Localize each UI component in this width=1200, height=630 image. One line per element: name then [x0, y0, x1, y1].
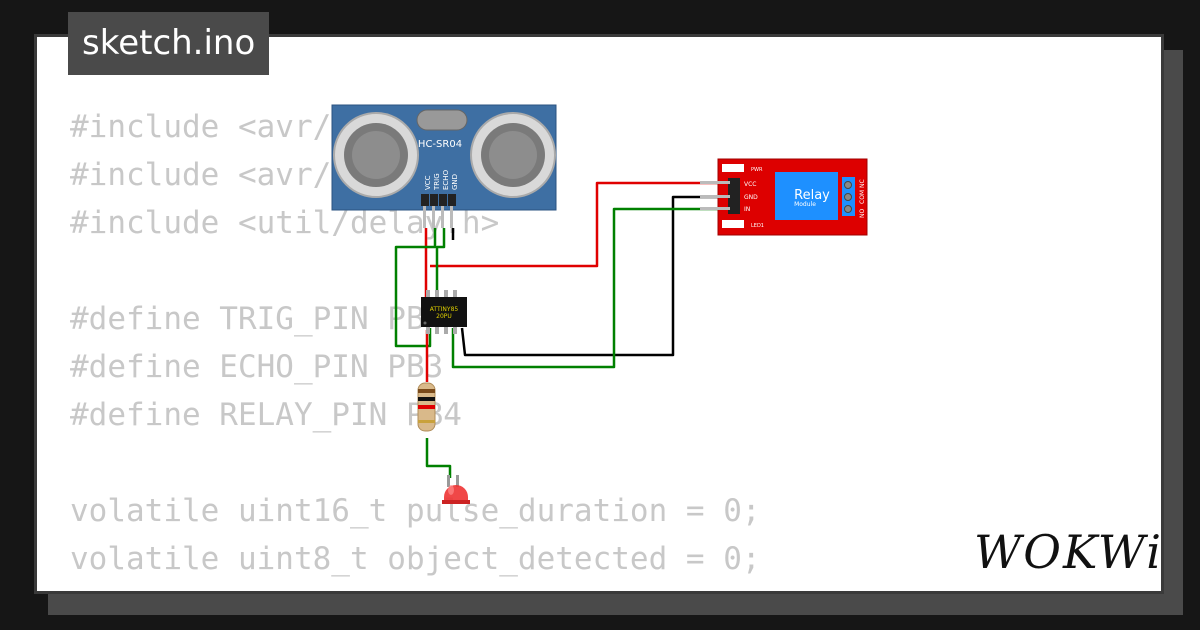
relay-pin-in: IN: [744, 206, 750, 213]
relay-led-label: LED1: [751, 223, 764, 229]
relay-pin-gnd: GND: [744, 194, 758, 201]
wire-green-sensor-trig[interactable]: [394, 228, 437, 348]
hc-sr04-sensor[interactable]: HC-SR04 VCC TRIG ECHO GND: [331, 104, 557, 228]
sensor-pin-trig: TRIG: [433, 173, 441, 191]
resistor[interactable]: [417, 382, 436, 432]
wire-black-relay-gnd[interactable]: [460, 195, 728, 357]
code-line-6: #define ECHO_PIN PB3: [70, 349, 444, 385]
sensor-pin-headers: [421, 194, 456, 228]
filename-tab[interactable]: sketch.ino: [68, 12, 270, 75]
wire-green-relay-in[interactable]: [451, 207, 728, 369]
wire-red-relay-vcc[interactable]: [430, 181, 728, 268]
relay-subtitle: Module: [794, 201, 816, 208]
relay-title: Relay: [794, 188, 830, 203]
relay-terminal-nc: NC: [859, 179, 866, 188]
relay-terminal-com: COM: [859, 190, 866, 204]
wires: [394, 181, 728, 478]
red-led[interactable]: [442, 475, 470, 504]
relay-pwr-label: PWR: [751, 167, 763, 173]
sensor-pin-echo: ECHO: [442, 169, 450, 190]
chip-label-line2: 20PU: [436, 313, 452, 320]
relay-pin-vcc: VCC: [744, 181, 756, 188]
relay-terminal-no: NO: [859, 209, 866, 218]
code-line-9: volatile uint16_t pulse_duration = 0;: [70, 493, 761, 529]
wokwi-logo: WOKWi: [974, 525, 1163, 579]
code-line-10: volatile uint8_t object_detected = 0;: [70, 541, 761, 577]
relay-module[interactable]: PWR LED1 VCC GND IN Relay Module NO COM …: [700, 158, 868, 236]
sensor-pin-gnd: GND: [451, 174, 459, 190]
wire-green-led[interactable]: [425, 438, 452, 478]
sensor-pin-vcc: VCC: [424, 175, 432, 190]
chip-label-line1: ATTINY85: [430, 306, 459, 313]
wire-green-sensor-echo[interactable]: [435, 228, 446, 297]
code-line-3: #include <util/delay.h>: [70, 205, 500, 241]
attiny85-chip[interactable]: ATTINY85 20PU: [421, 290, 467, 334]
sensor-label: HC-SR04: [418, 139, 462, 150]
